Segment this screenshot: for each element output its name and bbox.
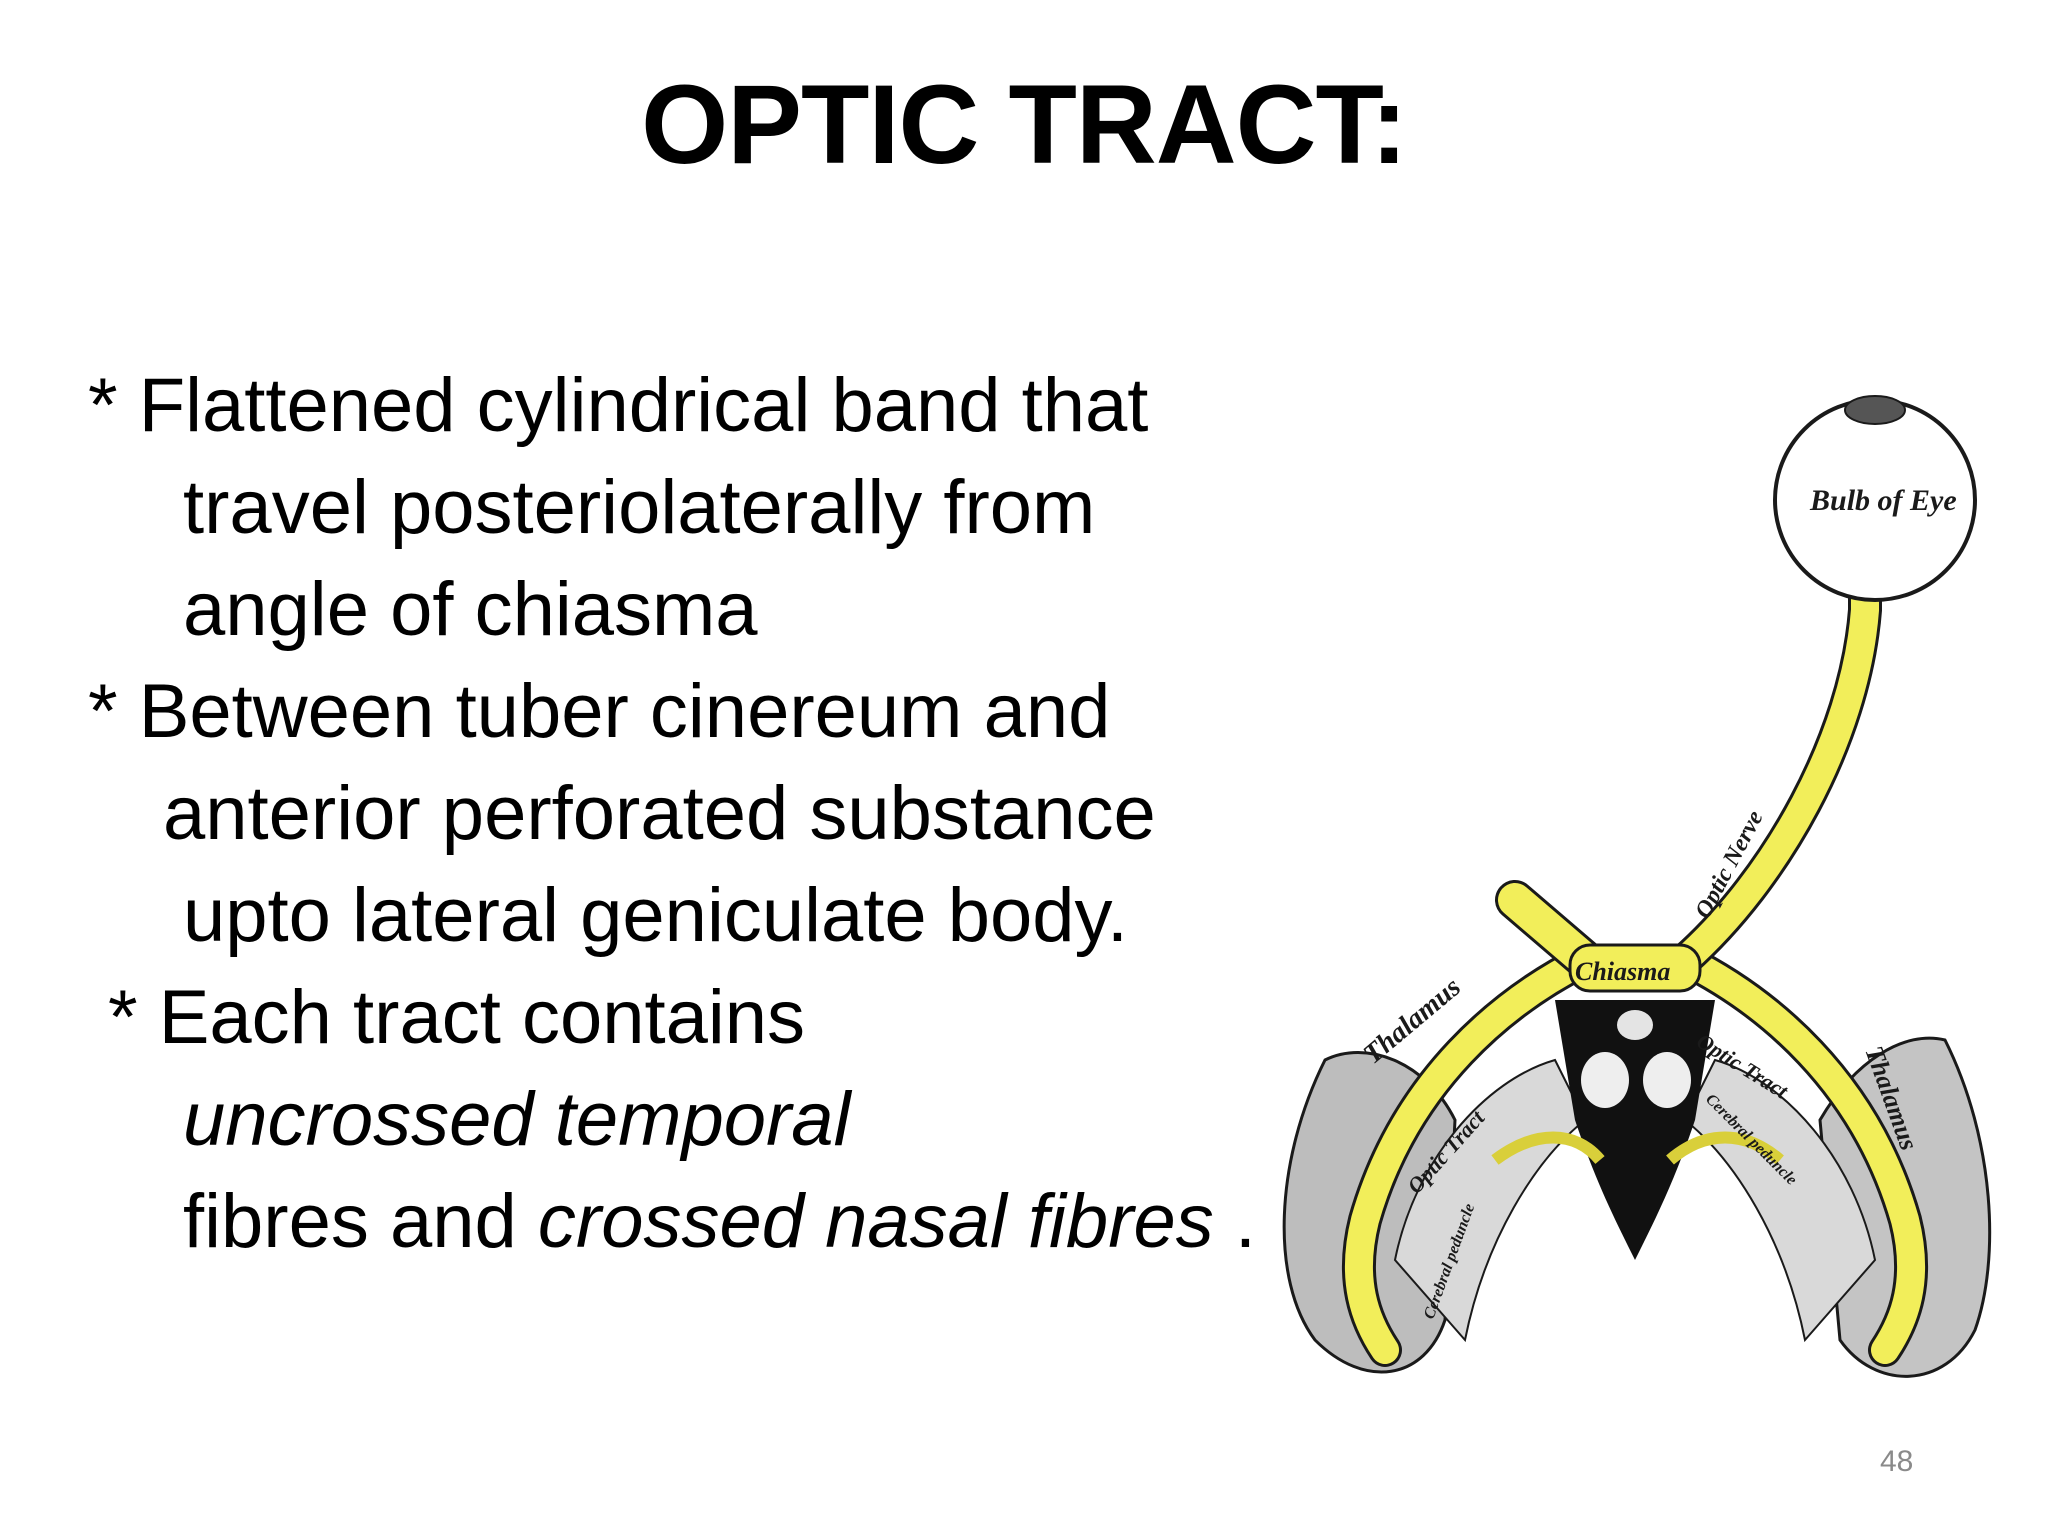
label-bulb-of-eye: Bulb of Eye — [1809, 484, 1957, 517]
bullet-1-line-1: * Flattened cylindrical band that — [88, 363, 1149, 448]
bullet-1-line-3: angle of chiasma — [183, 567, 758, 652]
chiasma-body — [1568, 943, 1702, 993]
optic-tract-right-fill — [1671, 946, 1926, 1364]
bullet-list: * Flattened cylindrical band that travel… — [88, 355, 1288, 1273]
bullet-3-line-2: uncrossed temporal — [183, 1077, 851, 1162]
bullet-2-line-1: * Between tuber cinereum and — [88, 669, 1111, 754]
slide-number: 48 — [1880, 1445, 1914, 1478]
bullet-2-line-2: anterior perforated substance — [163, 771, 1156, 856]
bullet-3-line-1: * Each tract contains — [108, 975, 806, 1060]
bullet-2-line-3: upto lateral geniculate body. — [183, 873, 1129, 958]
bullet-3-line-3-italic: crossed nasal fibres — [537, 1179, 1214, 1264]
tuber-cinereum — [1617, 1010, 1653, 1040]
label-chiasma: Chiasma — [1575, 957, 1670, 986]
bullet-1-line-2: travel posteriolaterally from — [183, 465, 1096, 550]
mammillary-body-left — [1581, 1052, 1629, 1108]
optic-tract-diagram: Bulb of Eye Optic Nerve Chiasma Thalamus… — [1282, 395, 1992, 1378]
bullet-3-line-3-plain: fibres and — [183, 1179, 538, 1264]
optic-tracts-fill — [1344, 946, 1599, 1364]
bullet-3-line-3-trail: . — [1213, 1179, 1256, 1264]
slide-title: OPTIC TRACT: — [641, 62, 1408, 187]
mammillary-body-right — [1643, 1052, 1691, 1108]
bullet-3-line-3: fibres and crossed nasal fibres . — [88, 1171, 1288, 1273]
cornea-icon — [1844, 395, 1906, 425]
optic-nerve-fill — [1671, 466, 1879, 974]
left-optic-nerve-stub-fill — [1498, 883, 1602, 977]
right-grey-band — [1666, 1131, 1784, 1165]
left-grey-band — [1491, 1131, 1605, 1165]
